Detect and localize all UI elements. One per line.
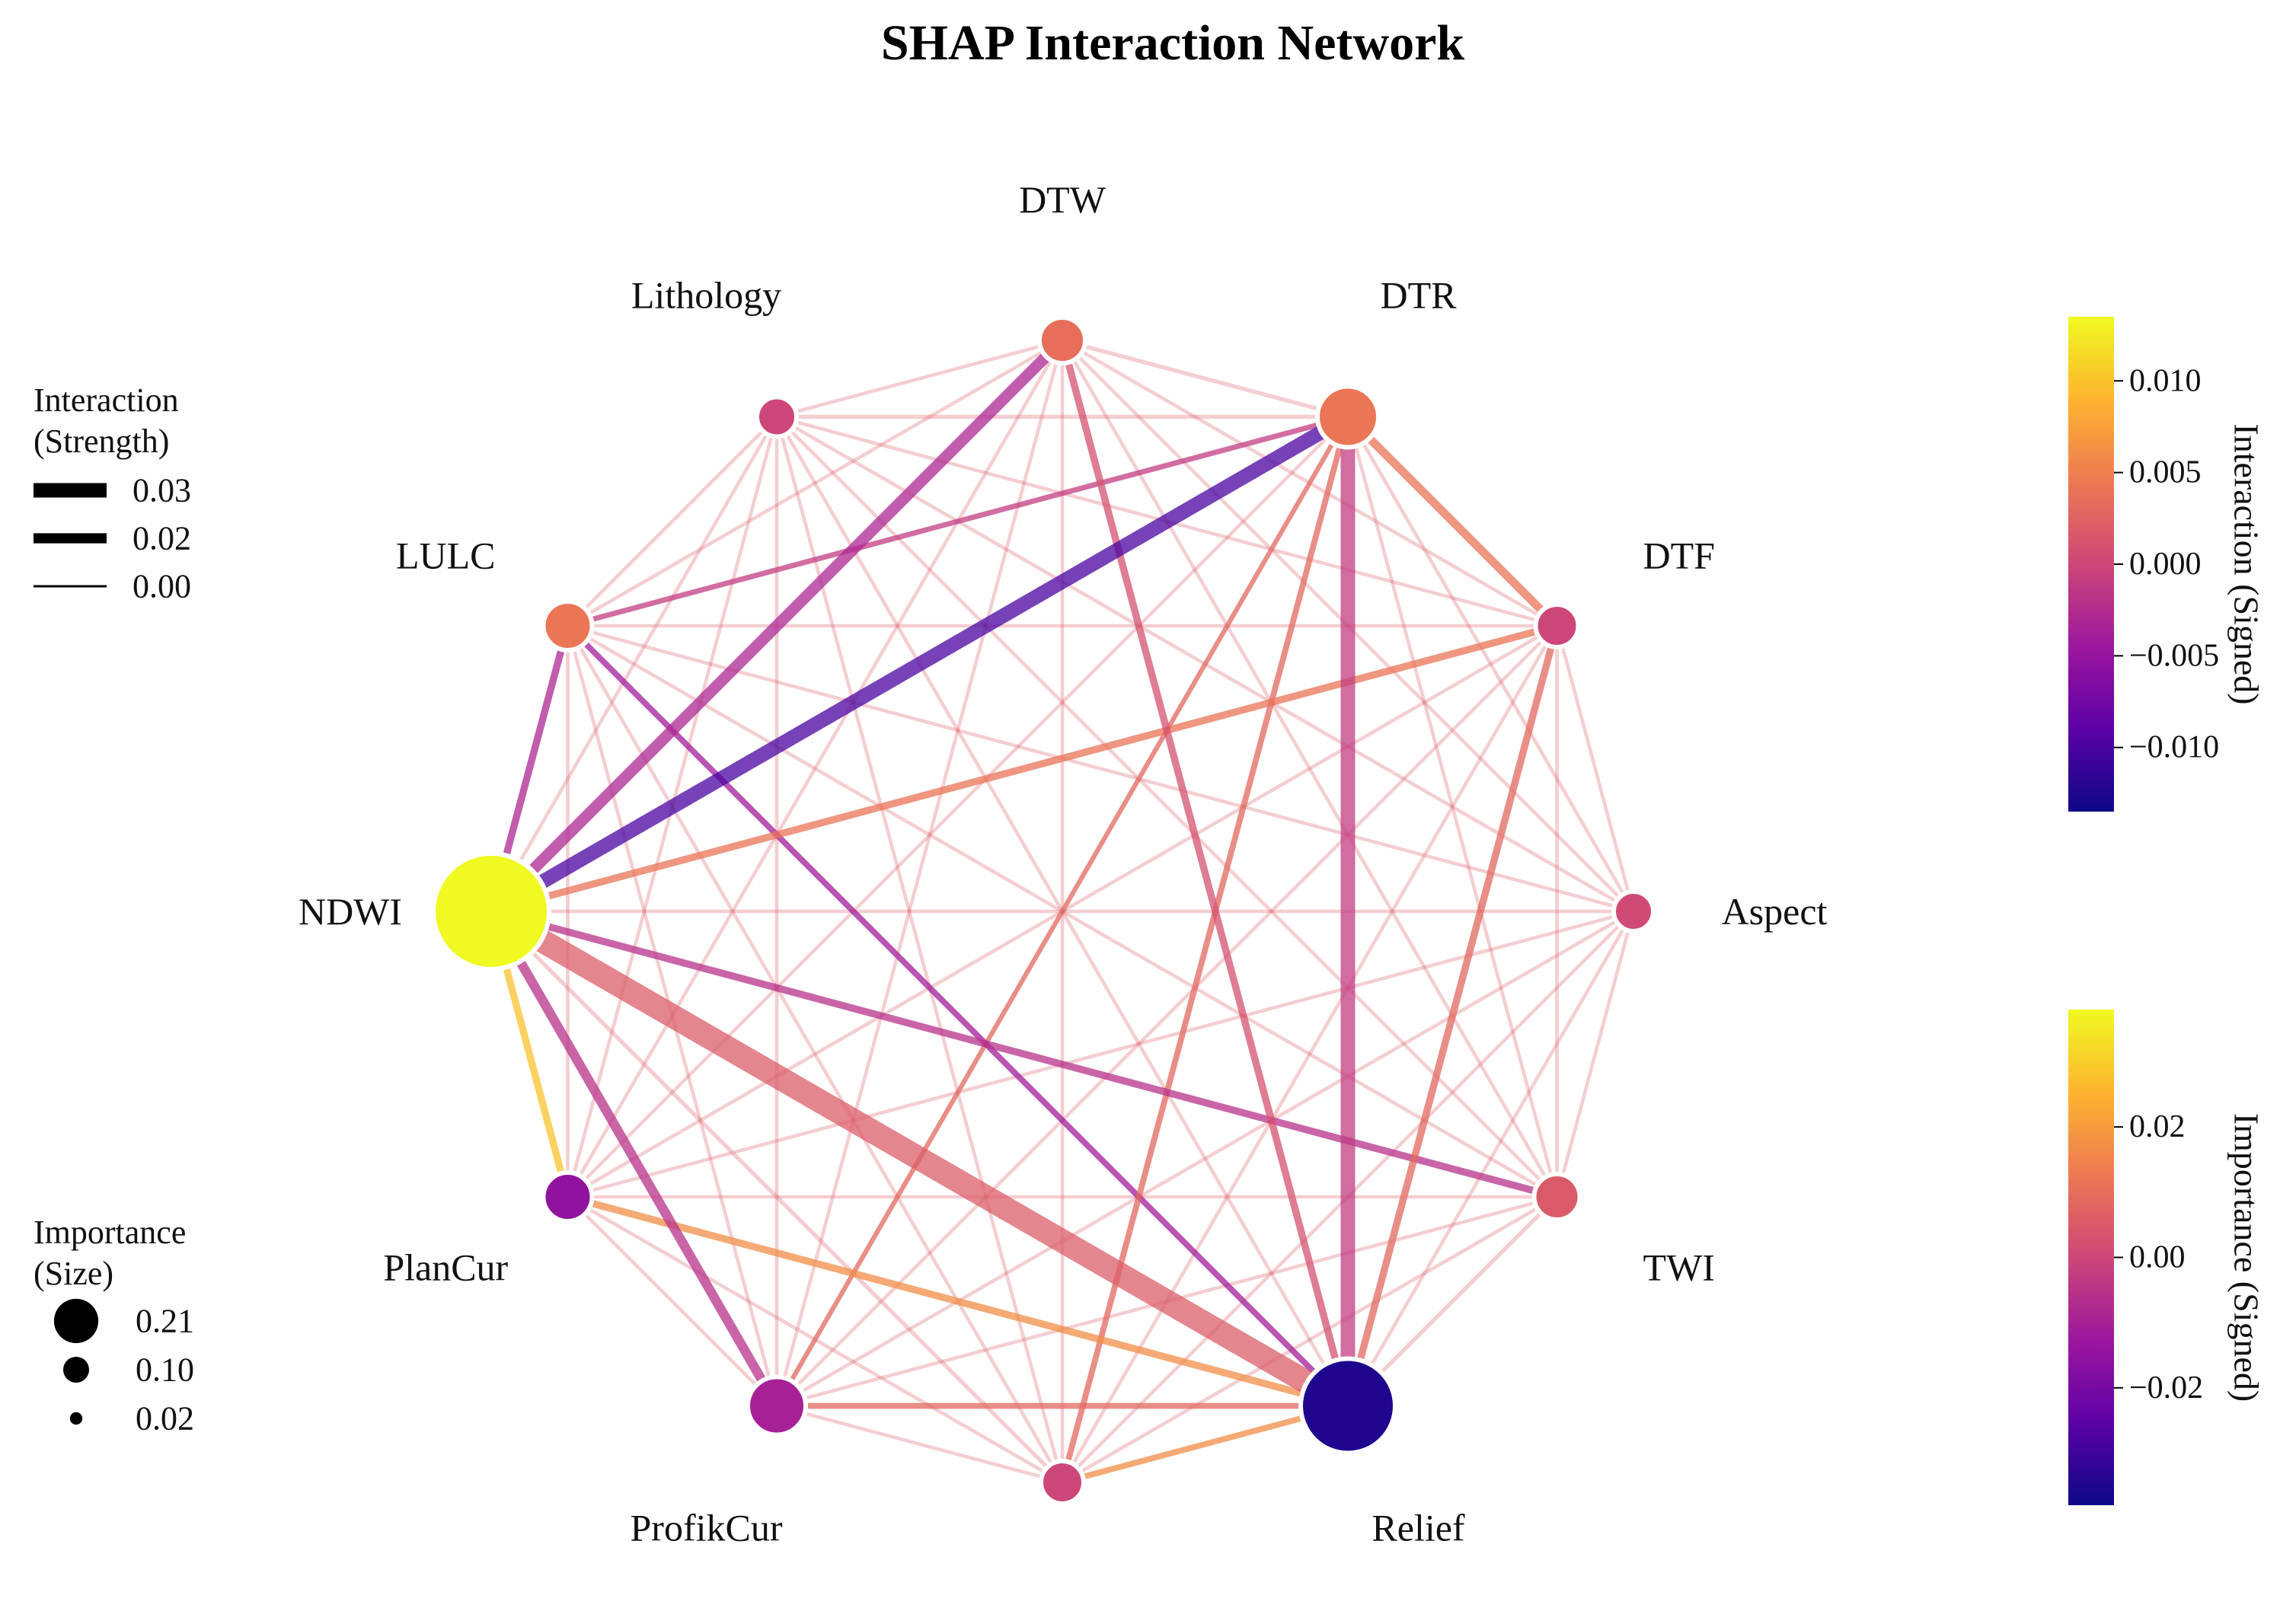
edge-dtw-lithology <box>776 338 1063 419</box>
edge-lulc-relief <box>565 624 1350 1409</box>
node-label-twi: TWI <box>1643 1246 1715 1289</box>
importance-tick-label-1: 0.00 <box>2129 1240 2186 1275</box>
node-label-aspect: Aspect <box>1722 890 1828 933</box>
edge-ndwi-rainfall <box>490 910 1064 1484</box>
interaction-tick-label-1: 0.005 <box>2129 455 2202 490</box>
node-lithology <box>755 394 799 439</box>
size-legend-circle-0 <box>53 1298 99 1344</box>
node-aspect <box>1611 889 1656 933</box>
edge-relief-plancur <box>567 1193 1349 1410</box>
edge-aspect-profikcur <box>775 910 1635 1408</box>
edge-dtr-rainfall <box>1059 416 1351 1484</box>
size-legend-title-2: (Size) <box>34 1255 113 1292</box>
size-legend-label-1: 0.10 <box>136 1351 194 1389</box>
importance-tick-label-2: −0.02 <box>2129 1370 2203 1405</box>
edge-dtr-profikcur <box>774 415 1350 1408</box>
node-twi <box>1531 1172 1582 1222</box>
strength-legend-title-1: Interaction <box>34 381 179 419</box>
node-label-dtw: DTW <box>1019 178 1106 221</box>
node-profikcur <box>746 1374 808 1437</box>
node-dtw <box>1037 315 1087 365</box>
size-legend-circle-1 <box>63 1357 89 1383</box>
edge-dtw-twi <box>1061 339 1559 1198</box>
node-label-lulc: LULC <box>396 534 496 577</box>
edge-twi-rainfall <box>1061 1195 1558 1484</box>
node-dtr <box>1315 384 1381 450</box>
importance-colorbar: 0.02 0.00 −0.02 Importance (Signed) <box>2068 1010 2266 1505</box>
node-label-plancur: PlanCur <box>383 1246 508 1289</box>
edge-lulc-lithology <box>566 415 778 627</box>
size-legend-label-0: 0.21 <box>136 1303 194 1340</box>
node-label-ndwi: NDWI <box>299 890 402 933</box>
edge-dtw-relief <box>1059 339 1352 1407</box>
edge-dtf-relief <box>1344 624 1561 1407</box>
edge-dtw-plancur <box>566 339 1064 1198</box>
size-legend-title-1: Importance <box>34 1214 186 1251</box>
edge-ndwi-dtr <box>487 410 1352 918</box>
strength-legend-label-1: 0.02 <box>133 520 191 557</box>
edge-ndwi-lithology <box>490 416 778 913</box>
edge-ndwi-profikcur <box>487 908 781 1409</box>
interaction-colorbar-gradient <box>2068 317 2114 812</box>
node-label-dtr: DTR <box>1381 273 1458 316</box>
edge-twi-lithology <box>775 415 1559 1198</box>
strength-legend-label-0: 0.03 <box>133 472 191 509</box>
interaction-colorbar-title: Interaction (Signed) <box>2227 423 2266 704</box>
importance-tick-label-0: 0.02 <box>2129 1109 2186 1144</box>
size-legend-label-2: 0.02 <box>136 1400 194 1437</box>
edge-lulc-rainfall <box>566 624 1064 1484</box>
strength-legend: Interaction (Strength) 0.03 0.02 0.00 <box>34 381 191 605</box>
size-legend-circle-2 <box>69 1412 83 1425</box>
edge-lulc-dtr <box>567 414 1349 629</box>
strength-legend-label-2: 0.00 <box>133 568 191 605</box>
node-label-dtf: DTF <box>1643 534 1714 577</box>
node-plancur <box>541 1170 595 1224</box>
interaction-tick-label-3: −0.005 <box>2129 638 2219 673</box>
edge-rainfall-lithology <box>774 416 1065 1483</box>
node-dtf <box>1533 602 1581 649</box>
interaction-tick-label-0: 0.010 <box>2129 363 2202 398</box>
interaction-tick-label-2: 0.000 <box>2129 547 2202 582</box>
interaction-tick-label-4: −0.010 <box>2129 730 2219 765</box>
edge-dtf-rainfall <box>1061 624 1559 1484</box>
edge-profikcur-plancur <box>566 1195 778 1408</box>
edge-ndwi-dtw <box>487 336 1067 916</box>
node-layer <box>431 315 1656 1506</box>
edge-dtf-profikcur <box>775 624 1559 1408</box>
importance-colorbar-title: Importance (Signed) <box>2227 1113 2266 1402</box>
importance-colorbar-gradient <box>2068 1010 2114 1505</box>
node-label-profikcur: ProfikCur <box>631 1507 783 1549</box>
edge-rainfall-profikcur <box>776 1404 1063 1485</box>
edge-ndwi-relief <box>485 901 1354 1416</box>
edge-dtr-dtf <box>1345 413 1560 629</box>
figure-title: SHAP Interaction Network <box>881 15 1465 71</box>
edge-aspect-plancur <box>567 909 1634 1199</box>
edge-lulc-dtw <box>567 339 1064 627</box>
edge-lulc-aspect <box>567 624 1634 914</box>
edge-ndwi-dtf <box>490 622 1558 915</box>
edge-ndwi-twi <box>490 908 1558 1201</box>
node-label-rainfall: Rainfall <box>1001 1602 1123 1608</box>
strength-legend-title-2: (Strength) <box>34 423 169 460</box>
edge-aspect-twi <box>1555 911 1636 1198</box>
node-relief <box>1298 1356 1397 1456</box>
node-lulc <box>541 599 595 652</box>
edge-dtf-aspect <box>1555 625 1636 912</box>
size-legend: Importance (Size) 0.21 0.10 0.02 <box>34 1214 194 1437</box>
edge-dtw-profikcur <box>774 340 1065 1407</box>
edge-aspect-relief <box>1346 910 1635 1407</box>
edge-dtr-plancur <box>566 415 1349 1198</box>
node-label-relief: Relief <box>1372 1507 1465 1549</box>
edge-dtr-twi <box>1346 416 1559 1198</box>
node-ndwi <box>431 851 551 972</box>
edge-dtw-dtr <box>1062 338 1349 420</box>
edge-layer <box>485 336 1636 1485</box>
node-label-lithology: Lithology <box>631 273 781 316</box>
edge-dtr-aspect <box>1346 416 1635 913</box>
node-rainfall <box>1039 1459 1086 1506</box>
